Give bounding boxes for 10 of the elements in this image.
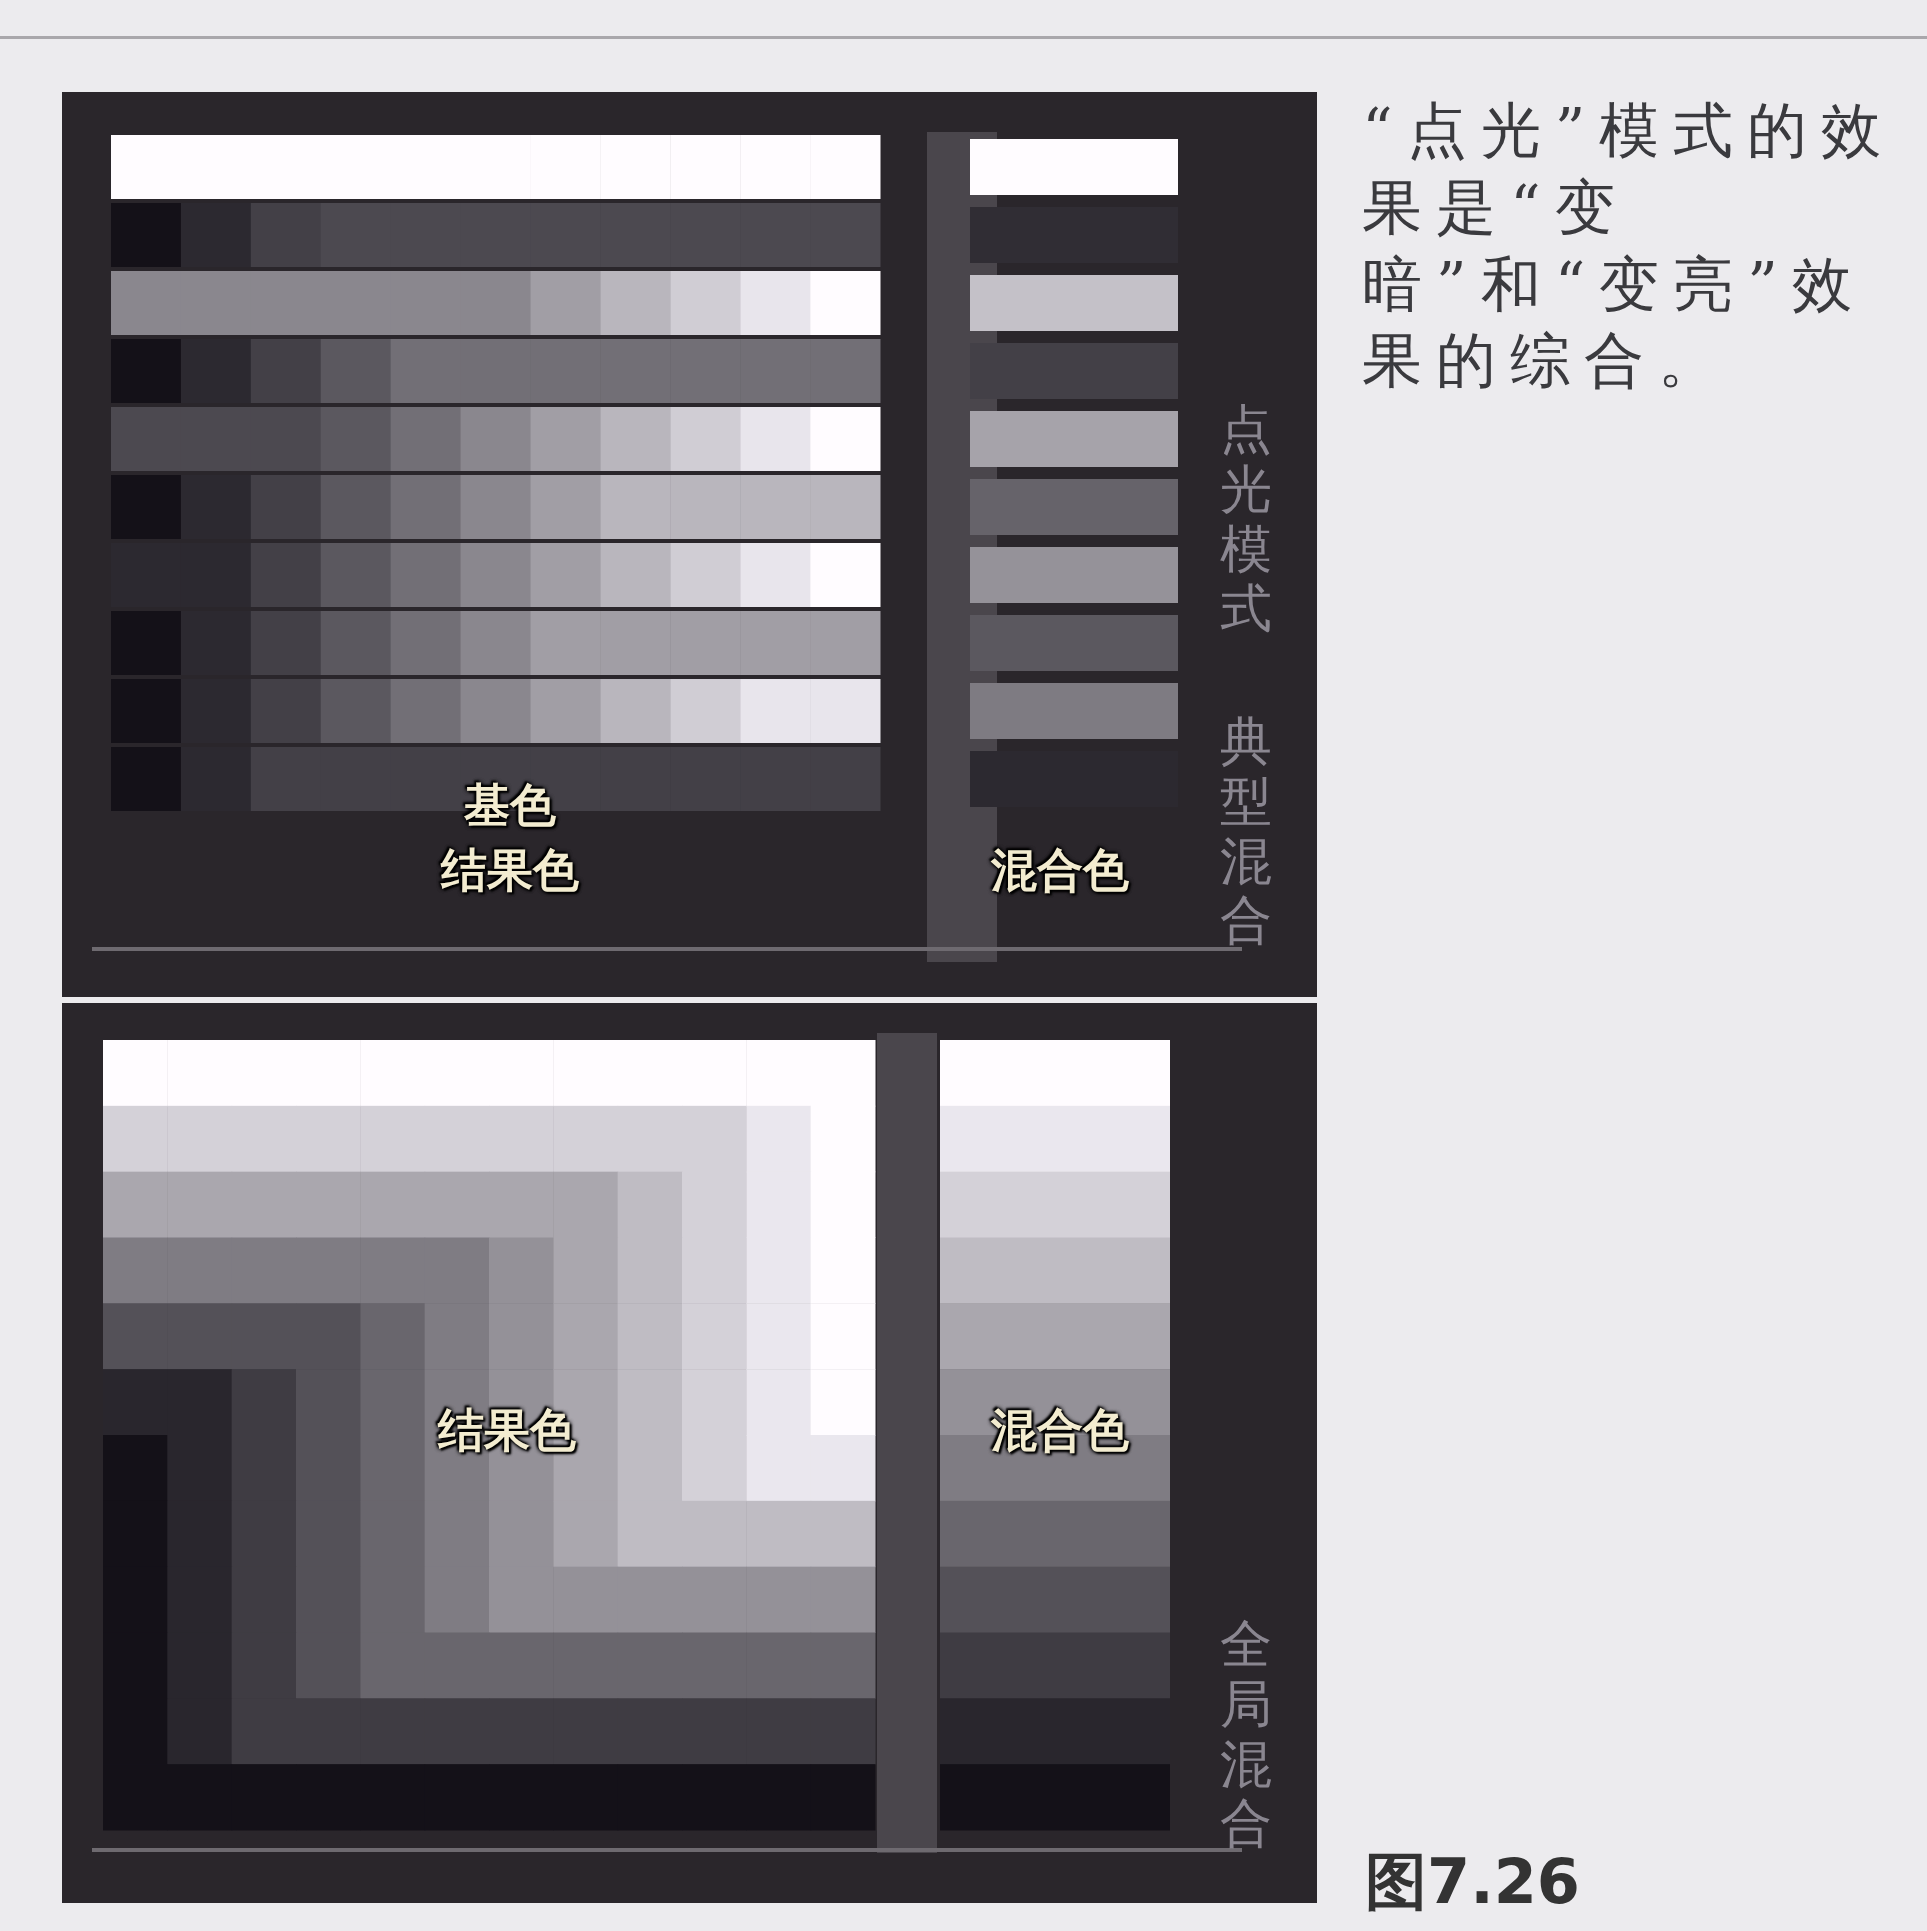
description-text: “点光”模式的效果是“变暗”和“变亮”效果的综合。	[1362, 94, 1897, 398]
side-label: 点光模式	[1219, 400, 1273, 640]
swatch-label: 结果色	[436, 1405, 577, 1456]
side-label: 全局混合	[1219, 1615, 1273, 1855]
swatch-label: 基色	[463, 780, 557, 831]
figure-caption: 图7.26	[1365, 1844, 1580, 1920]
swatch-label: 结果色	[439, 845, 580, 896]
swatch-label: 混合色	[990, 1405, 1130, 1456]
swatch-label: 混合色	[990, 845, 1130, 896]
side-label: 典型混合	[1219, 712, 1273, 952]
